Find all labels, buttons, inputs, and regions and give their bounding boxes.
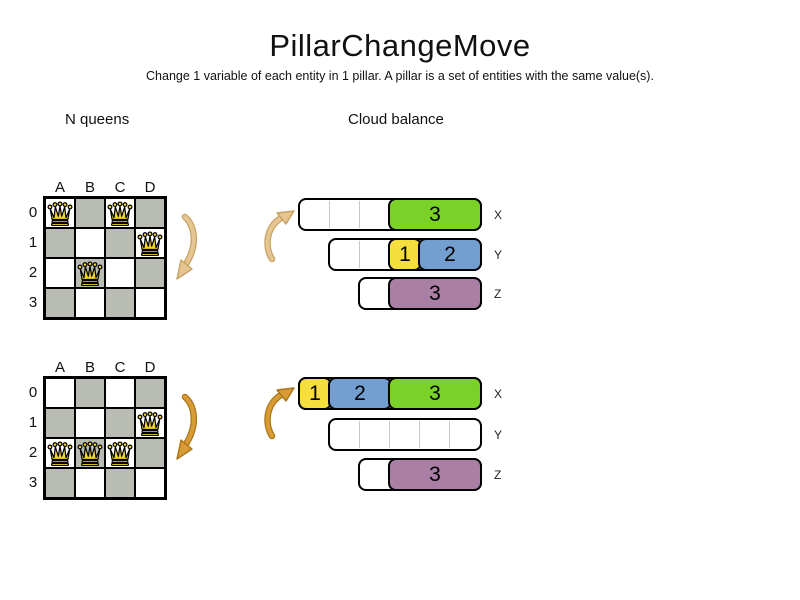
- cloud-bar-z-after: 3: [358, 458, 482, 491]
- board-cell: [45, 378, 75, 408]
- column-label: B: [84, 359, 95, 376]
- board-cell: [105, 438, 135, 468]
- column-label: A: [54, 179, 65, 196]
- section-label-nqueens: N queens: [65, 111, 130, 128]
- board-cell: [45, 468, 75, 498]
- board-cell: [135, 258, 165, 288]
- board-cell: [45, 408, 75, 438]
- board-cell: [75, 378, 105, 408]
- page-subtitle: Change 1 variable of each entity in 1 pi…: [146, 69, 654, 83]
- process-block: 1: [388, 238, 422, 271]
- process-block: 3: [388, 458, 482, 491]
- board-cell: [105, 378, 135, 408]
- board-cell: [105, 468, 135, 498]
- board-cell: [45, 438, 75, 468]
- computer-label: Y: [494, 428, 503, 442]
- move-arrow-cloud-before-icon: [264, 210, 295, 263]
- move-arrow-cloud-after-icon: [264, 387, 295, 440]
- board-cell: [105, 258, 135, 288]
- bar-tick: [419, 421, 420, 448]
- board-cell: [75, 288, 105, 318]
- computer-label: X: [494, 387, 503, 401]
- board-cell: [45, 198, 75, 228]
- board-cell: [135, 228, 165, 258]
- row-label: 3: [28, 474, 38, 491]
- bar-tick: [389, 421, 390, 448]
- bar-tick: [359, 241, 360, 268]
- board-cell: [45, 288, 75, 318]
- board-cell: [135, 438, 165, 468]
- queen-icon: [137, 231, 163, 256]
- board-cell: [45, 228, 75, 258]
- process-block: 2: [418, 238, 482, 271]
- board-cell: [75, 228, 105, 258]
- page-title: PillarChangeMove: [269, 28, 531, 63]
- move-arrow-board-after-icon: [176, 393, 197, 460]
- column-label: C: [114, 179, 126, 196]
- computer-label: Y: [494, 248, 503, 262]
- column-label: D: [144, 359, 156, 376]
- board-cell: [135, 198, 165, 228]
- board-cell: [75, 408, 105, 438]
- row-label: 0: [28, 204, 38, 221]
- board-cell: [75, 198, 105, 228]
- board-cell: [135, 288, 165, 318]
- board-cell: [45, 258, 75, 288]
- cloud-bar-x-before: 3: [298, 198, 482, 231]
- row-label: 1: [28, 234, 38, 251]
- nqueens-board-after: [43, 376, 167, 500]
- column-label: B: [84, 179, 95, 196]
- board-cell: [75, 468, 105, 498]
- computer-label: Z: [494, 287, 502, 301]
- cloud-bar-y-after: [328, 418, 482, 451]
- process-block: 3: [388, 198, 482, 231]
- section-label-cloud-balance: Cloud balance: [348, 111, 444, 128]
- bar-tick: [329, 201, 330, 228]
- board-cell: [105, 228, 135, 258]
- row-label: 0: [28, 384, 38, 401]
- nqueens-board-before: [43, 196, 167, 320]
- queen-icon: [77, 261, 103, 286]
- process-block: 1: [298, 377, 332, 410]
- row-label: 1: [28, 414, 38, 431]
- queen-icon: [77, 441, 103, 466]
- board-cell: [75, 438, 105, 468]
- board-cell: [105, 408, 135, 438]
- board-cell: [105, 288, 135, 318]
- process-block: 3: [388, 377, 482, 410]
- process-block: 2: [328, 377, 392, 410]
- process-block: 3: [388, 277, 482, 310]
- board-cell: [135, 378, 165, 408]
- bar-tick: [359, 201, 360, 228]
- queen-icon: [107, 441, 133, 466]
- column-label: C: [114, 359, 126, 376]
- row-label: 3: [28, 294, 38, 311]
- board-cell: [75, 258, 105, 288]
- queen-icon: [137, 411, 163, 436]
- bar-tick: [359, 421, 360, 448]
- computer-label: X: [494, 208, 503, 222]
- queen-icon: [107, 201, 133, 226]
- board-cell: [135, 468, 165, 498]
- row-label: 2: [28, 444, 38, 461]
- bar-tick: [449, 421, 450, 448]
- column-label: A: [54, 359, 65, 376]
- queen-icon: [47, 201, 73, 226]
- move-arrow-board-before-icon: [176, 213, 197, 280]
- computer-label: Z: [494, 468, 502, 482]
- queen-icon: [47, 441, 73, 466]
- column-label: D: [144, 179, 156, 196]
- cloud-bar-z-before: 3: [358, 277, 482, 310]
- board-cell: [105, 198, 135, 228]
- board-cell: [135, 408, 165, 438]
- row-label: 2: [28, 264, 38, 281]
